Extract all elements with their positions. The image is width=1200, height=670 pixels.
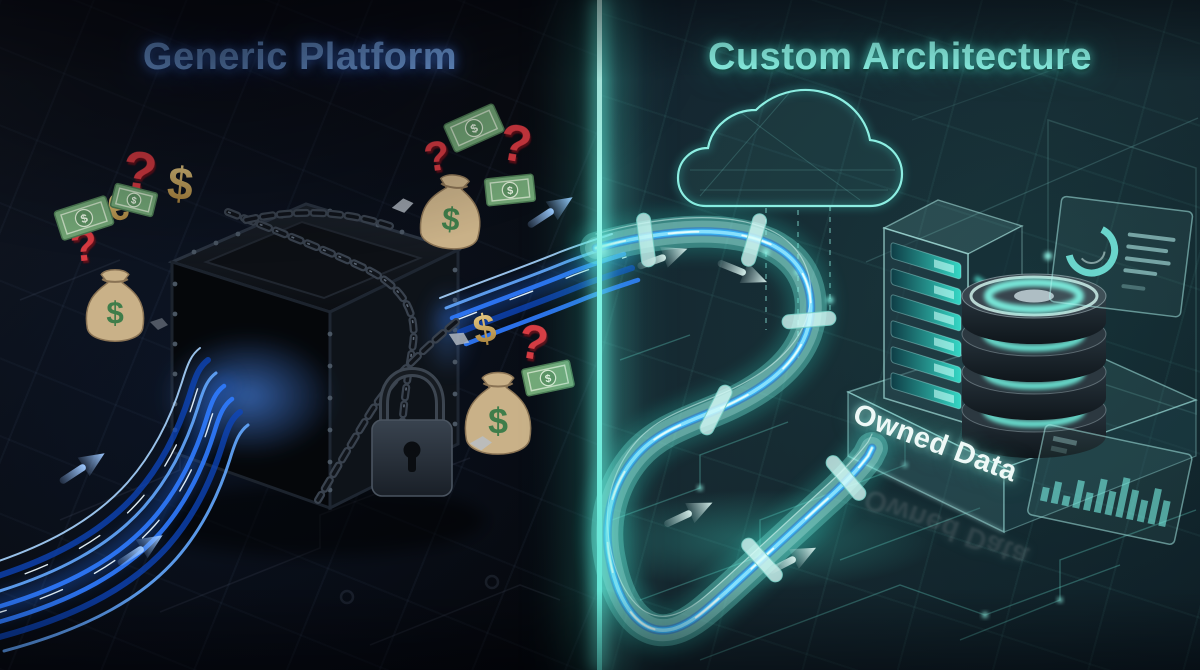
gauge-panel-icon	[1049, 196, 1193, 317]
dollar-sign-icon: $	[165, 156, 196, 210]
question-mark-icon: ?	[421, 131, 453, 181]
divider-line	[597, 0, 602, 670]
right-title: Custom Architecture	[708, 36, 1092, 78]
left-title: Generic Platform	[142, 36, 458, 78]
